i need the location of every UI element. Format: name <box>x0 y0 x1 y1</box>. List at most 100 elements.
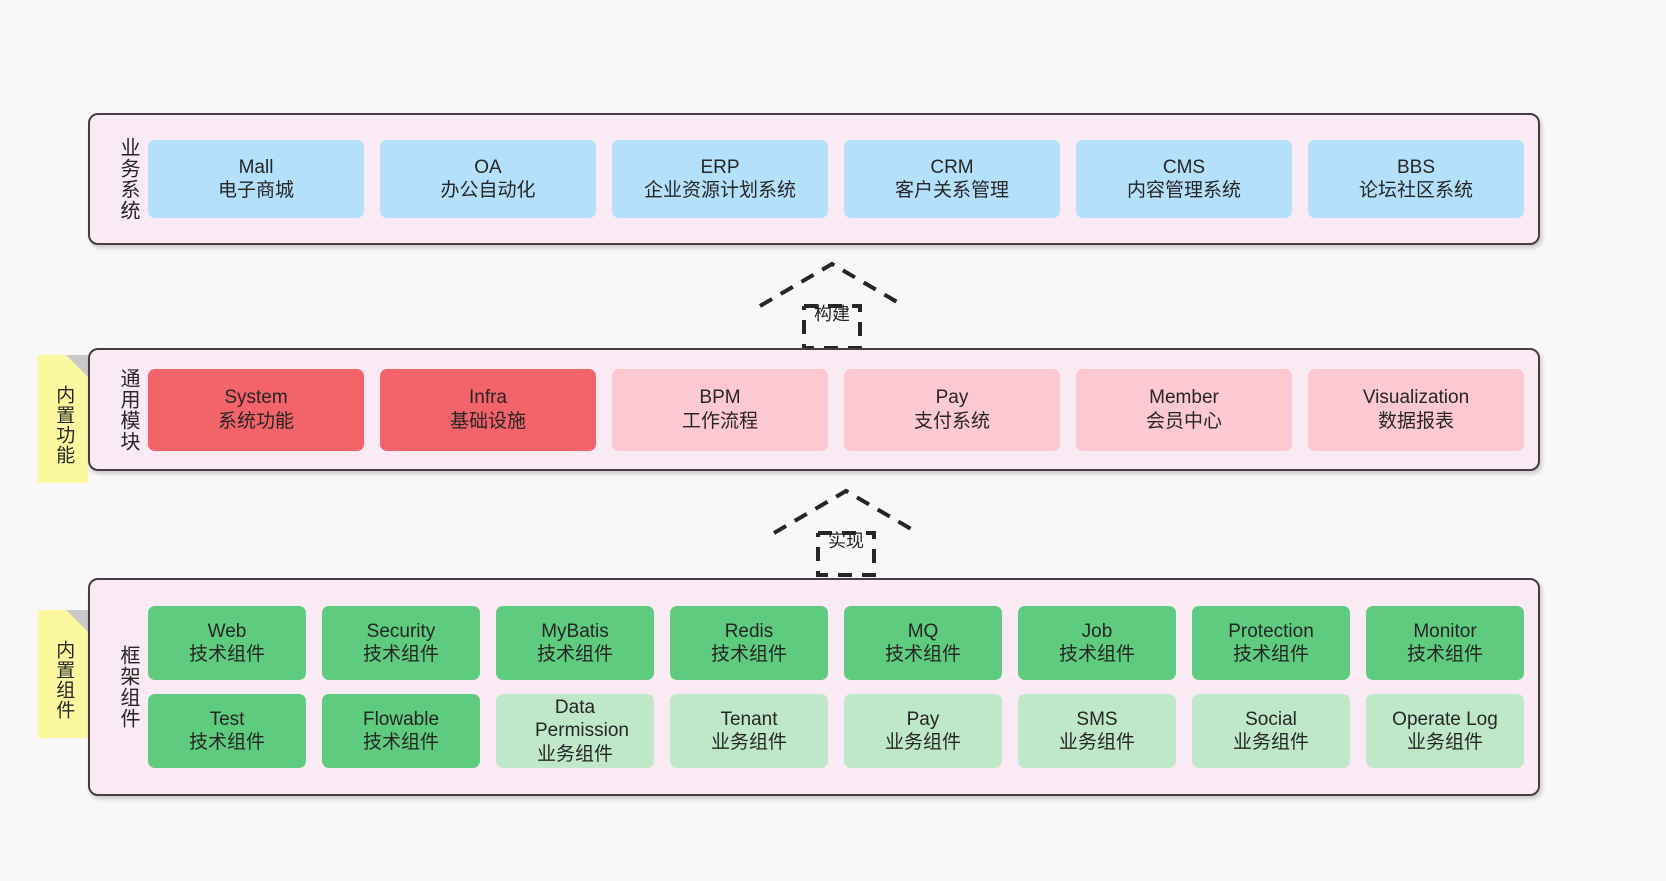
card-tenant[interactable]: Tenant 业务组件 <box>670 694 828 768</box>
card-visualization[interactable]: Visualization 数据报表 <box>1308 368 1524 451</box>
layer-common-module: 通用模块 System 系统功能 Infra 基础设施 BPM 工作流程 Pay… <box>88 348 1540 471</box>
card-infra[interactable]: Infra 基础设施 <box>380 368 596 451</box>
card-subtitle: 技术组件 <box>1406 644 1483 665</box>
card-subtitle: 客户关系管理 <box>894 180 1009 201</box>
layer-framework-component: 框架组件 Web 技术组件 Security 技术组件 MyBatis 技术组件… <box>88 578 1540 796</box>
card-protection[interactable]: Protection 技术组件 <box>1192 606 1350 680</box>
card-subtitle: 企业资源计划系统 <box>643 180 796 201</box>
card-title: Social <box>1245 708 1297 730</box>
card-title: BBS <box>1396 156 1436 178</box>
card-subtitle: 业务组件 <box>1406 732 1483 753</box>
card-redis[interactable]: Redis 技术组件 <box>670 606 828 680</box>
card-title: Visualization <box>1362 387 1470 409</box>
card-title: Redis <box>724 620 774 642</box>
card-test[interactable]: Test 技术组件 <box>148 694 306 768</box>
layer-business-system: 业务系统 Mall 电子商城 OA 办公自动化 ERP 企业资源计划系统 CRM… <box>88 113 1540 245</box>
card-title: Security <box>366 620 436 642</box>
card-subtitle: 技术组件 <box>884 644 961 665</box>
card-title: Tenant <box>720 708 778 730</box>
card-title: Monitor <box>1413 620 1477 642</box>
note-builtin-function: 内置功能 <box>38 355 88 483</box>
connector-implement: 实现 <box>766 485 926 577</box>
card-subtitle: 业务组件 <box>710 732 787 753</box>
card-subtitle: 技术组件 <box>536 644 613 665</box>
card-subtitle: 技术组件 <box>362 732 439 753</box>
card-subtitle: 业务组件 <box>1058 732 1135 753</box>
card-subtitle: 技术组件 <box>188 644 265 665</box>
card-monitor[interactable]: Monitor 技术组件 <box>1366 606 1524 680</box>
card-title: Data Permission <box>535 697 629 742</box>
card-subtitle: 业务组件 <box>1232 732 1309 753</box>
card-title: Protection <box>1228 620 1314 642</box>
card-row: System 系统功能 Infra 基础设施 BPM 工作流程 Pay 支付系统… <box>148 368 1524 451</box>
card-crm[interactable]: CRM 客户关系管理 <box>844 140 1060 218</box>
arrow-shaft-build <box>802 304 862 350</box>
card-subtitle: 技术组件 <box>362 644 439 665</box>
card-sms[interactable]: SMS 业务组件 <box>1018 694 1176 768</box>
card-title: Test <box>209 708 245 730</box>
card-operate-log[interactable]: Operate Log 业务组件 <box>1366 694 1524 768</box>
card-subtitle: 内容管理系统 <box>1126 180 1241 201</box>
card-flowable[interactable]: Flowable 技术组件 <box>322 694 480 768</box>
card-subtitle: 系统功能 <box>217 410 294 432</box>
note-text: 内置组件 <box>53 640 75 720</box>
card-bbs[interactable]: BBS 论坛社区系统 <box>1308 140 1524 218</box>
card-subtitle: 技术组件 <box>1058 644 1135 665</box>
layer-label-common-module: 通用模块 <box>117 367 139 452</box>
card-pay-business[interactable]: Pay 业务组件 <box>844 694 1002 768</box>
card-bpm[interactable]: BPM 工作流程 <box>612 368 828 451</box>
card-subtitle: 业务组件 <box>536 743 613 765</box>
card-title: ERP <box>700 156 740 178</box>
card-title: MQ <box>907 620 939 642</box>
layer-body-common-module: System 系统功能 Infra 基础设施 BPM 工作流程 Pay 支付系统… <box>144 350 1538 469</box>
layer-label-framework-component: 框架组件 <box>117 645 139 729</box>
card-title: Pay <box>935 387 969 409</box>
card-erp[interactable]: ERP 企业资源计划系统 <box>612 140 828 218</box>
card-subtitle: 电子商城 <box>217 180 294 201</box>
note-text: 内置功能 <box>53 385 75 465</box>
card-title: Infra <box>468 387 508 409</box>
card-subtitle: 技术组件 <box>188 732 265 753</box>
card-security[interactable]: Security 技术组件 <box>322 606 480 680</box>
folded-corner-icon <box>66 355 88 377</box>
card-title: Member <box>1149 387 1219 409</box>
card-subtitle: 技术组件 <box>1232 644 1309 665</box>
card-web[interactable]: Web 技术组件 <box>148 606 306 680</box>
card-subtitle: 技术组件 <box>710 644 787 665</box>
card-title: Mall <box>238 156 274 178</box>
card-subtitle: 支付系统 <box>913 410 990 432</box>
card-pay[interactable]: Pay 支付系统 <box>844 368 1060 451</box>
card-social[interactable]: Social 业务组件 <box>1192 694 1350 768</box>
card-subtitle: 基础设施 <box>449 410 526 432</box>
card-title: System <box>224 387 288 409</box>
card-title: Flowable <box>362 708 440 730</box>
card-row: Mall 电子商城 OA 办公自动化 ERP 企业资源计划系统 CRM 客户关系… <box>148 140 1524 218</box>
card-title: CRM <box>930 156 974 178</box>
card-title: Job <box>1081 620 1113 642</box>
card-data-permission[interactable]: Data Permission 业务组件 <box>496 694 654 768</box>
card-oa[interactable]: OA 办公自动化 <box>380 140 596 218</box>
note-builtin-component: 内置组件 <box>38 610 88 738</box>
card-subtitle: 业务组件 <box>884 732 961 753</box>
card-mall[interactable]: Mall 电子商城 <box>148 140 364 218</box>
card-job[interactable]: Job 技术组件 <box>1018 606 1176 680</box>
card-subtitle: 办公自动化 <box>440 180 536 201</box>
card-subtitle: 会员中心 <box>1145 410 1222 432</box>
card-mybatis[interactable]: MyBatis 技术组件 <box>496 606 654 680</box>
folded-corner-icon <box>66 610 88 632</box>
card-mq[interactable]: MQ 技术组件 <box>844 606 1002 680</box>
card-title: SMS <box>1076 708 1118 730</box>
card-member[interactable]: Member 会员中心 <box>1076 368 1292 451</box>
arrow-shaft-implement <box>816 531 876 577</box>
card-title: OA <box>474 156 502 178</box>
card-cms[interactable]: CMS 内容管理系统 <box>1076 140 1292 218</box>
card-title: BPM <box>699 387 741 409</box>
card-title: CMS <box>1162 156 1206 178</box>
card-title: Pay <box>906 708 940 730</box>
card-subtitle: 工作流程 <box>681 410 758 432</box>
card-title: Operate Log <box>1392 708 1498 730</box>
card-system[interactable]: System 系统功能 <box>148 368 364 451</box>
layer-body-business-system: Mall 电子商城 OA 办公自动化 ERP 企业资源计划系统 CRM 客户关系… <box>144 115 1538 243</box>
arrow-head-implement <box>772 488 920 535</box>
